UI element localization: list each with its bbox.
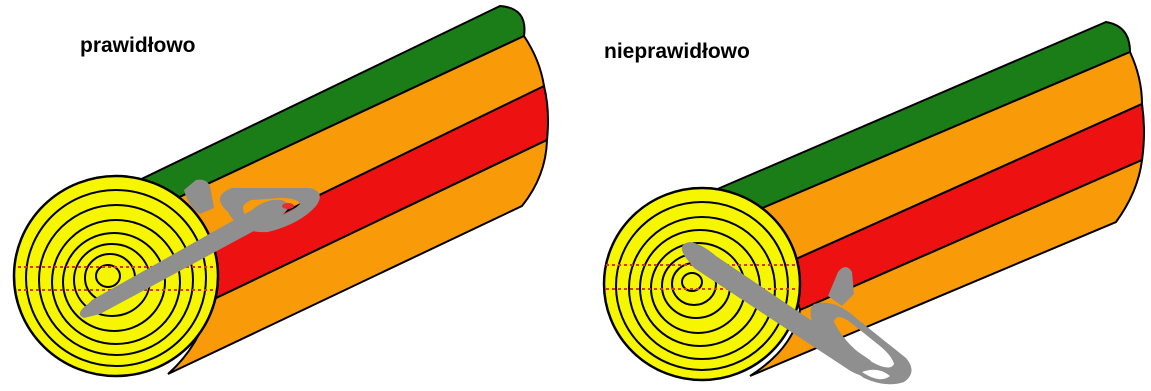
end-face-rings [14, 176, 218, 376]
caption-correct: prawidłowo [80, 34, 196, 58]
caption-incorrect: nieprawidłowo [604, 40, 750, 64]
log-incorrect [604, 22, 1144, 384]
end-face-rings [604, 188, 800, 380]
log-correct [14, 6, 548, 376]
